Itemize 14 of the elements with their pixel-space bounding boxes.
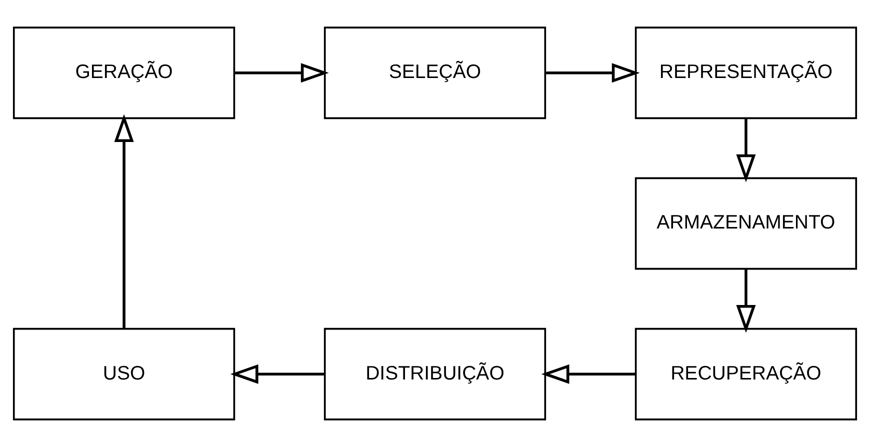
node-box: USO xyxy=(12,328,236,420)
arrow xyxy=(546,63,640,83)
node-box: RECUPERAÇÃO xyxy=(634,328,858,420)
arrow xyxy=(541,364,636,384)
arrow xyxy=(114,114,134,328)
node-box: GERAÇÃO xyxy=(12,26,236,120)
node-box: SELEÇÃO xyxy=(324,26,546,120)
arrow xyxy=(736,118,756,182)
node-box: DISTRIBUIÇÃO xyxy=(324,328,546,420)
arrow xyxy=(736,268,756,333)
arrow xyxy=(230,364,325,384)
node-box: ARMAZENAMENTO xyxy=(634,177,858,270)
arrow xyxy=(234,63,329,83)
node-box: REPRESENTAÇÃO xyxy=(634,26,858,120)
